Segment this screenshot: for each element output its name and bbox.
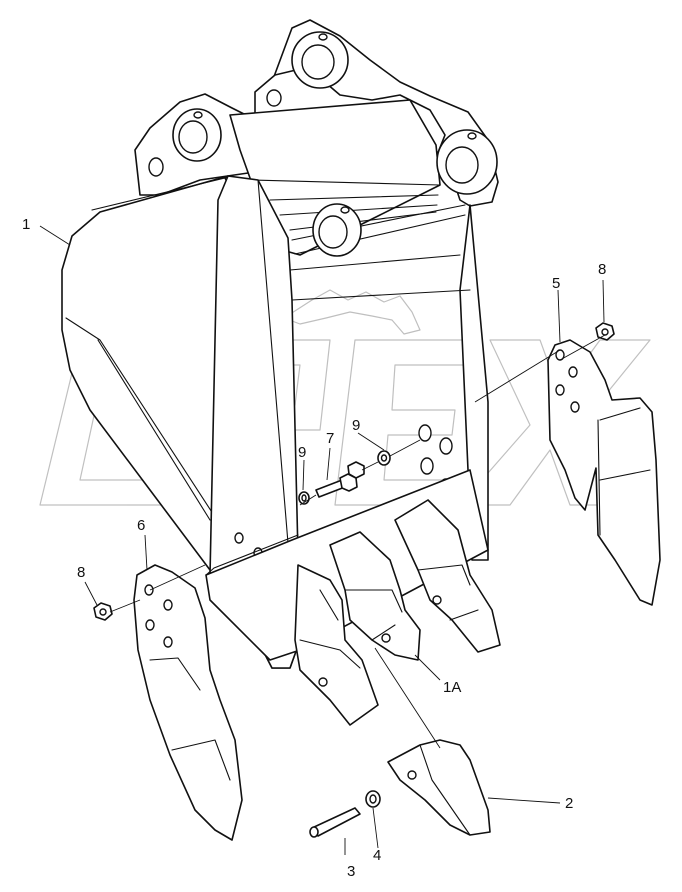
callout-6: 6 xyxy=(137,517,145,534)
leader-lines xyxy=(39,225,606,855)
callout-3: 3 xyxy=(347,863,355,880)
tooth-point xyxy=(387,739,491,836)
tooth-pin xyxy=(309,807,361,838)
side-cutter-right xyxy=(547,339,661,606)
washer-right xyxy=(377,450,391,466)
bolt xyxy=(315,473,358,498)
callout-9-left: 9 xyxy=(298,444,306,461)
callout-8-left: 8 xyxy=(77,564,85,581)
callout-9-right: 9 xyxy=(352,417,360,434)
bucket-teeth xyxy=(294,499,501,726)
bolt-head xyxy=(347,461,365,479)
callout-5: 5 xyxy=(552,275,560,292)
side-cutter-left xyxy=(133,564,243,841)
callout-2: 2 xyxy=(565,795,573,812)
callout-4: 4 xyxy=(373,847,381,864)
tooth-washer xyxy=(365,790,381,808)
callout-1a: 1A xyxy=(443,679,461,696)
bucket-mounting-bracket xyxy=(134,19,499,257)
bucket-body xyxy=(61,175,489,669)
callout-labels: 1 1A 2 3 4 5 6 7 8 8 9 9 xyxy=(22,216,606,880)
callout-8-right: 8 xyxy=(598,261,606,278)
nut-right xyxy=(595,322,615,341)
callout-1: 1 xyxy=(22,216,30,233)
nut-left xyxy=(93,602,113,621)
callout-7: 7 xyxy=(326,430,334,447)
